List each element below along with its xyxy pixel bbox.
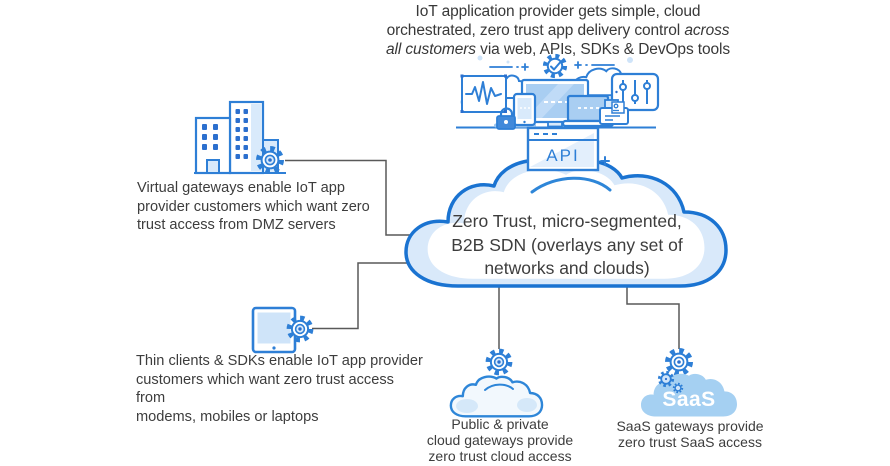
main-cloud-label: Zero Trust, micro-segmented, B2B SDN (ov…	[400, 210, 734, 281]
header-line-2-text: orchestrated, zero trust app delivery co…	[386, 22, 685, 39]
saas-cloud-icon: SaaS	[641, 348, 737, 417]
caption-virtual-line-2: provider customers which want zero	[137, 198, 370, 215]
connector-thin-clients	[312, 262, 414, 330]
caption-thin-line-1: Thin clients & SDKs enable IoT app provi…	[136, 353, 423, 369]
thin-client-icon	[251, 306, 314, 354]
caption-virtual-gateways: Virtual gateways enable IoT app provider…	[137, 179, 387, 235]
header-line-2-italic: across	[684, 22, 730, 39]
gateway-gear-icon	[286, 315, 314, 343]
gateway-gear-icon	[485, 348, 513, 376]
header-line-3-text: via web, APIs, SDKs & DevOps tools	[475, 41, 731, 58]
lock-icon	[496, 107, 516, 130]
caption-thin-line-2: customers which want zero trust access f…	[136, 371, 394, 407]
connector-virtual-gateways	[285, 159, 412, 236]
caption-saas-line-1: SaaS gateways provide	[616, 418, 764, 434]
public-private-cloud-icon	[445, 348, 547, 423]
phone-icon	[512, 92, 537, 127]
caption-saas-line-2: zero trust SaaS access	[618, 433, 762, 450]
main-cloud-line-1: Zero Trust, micro-segmented,	[452, 211, 682, 231]
api-label: API	[546, 146, 579, 165]
waveform-panel-icon	[460, 74, 507, 113]
caption-virtual-line-3: trust access from DMZ servers	[137, 217, 336, 233]
iot-app-cluster: API	[456, 53, 660, 172]
building-left	[194, 116, 232, 175]
header-line-3: all customers via web, APIs, SDKs & DevO…	[368, 40, 748, 59]
plus-icon	[600, 156, 610, 166]
main-cloud-top-arc	[530, 176, 612, 194]
sliders-panel-icon	[610, 72, 660, 112]
main-cloud-line-2: B2B SDN (overlays any set of	[451, 234, 683, 255]
mini-gear-icon-small	[672, 382, 684, 394]
header-line-2: orchestrated, zero trust app delivery co…	[368, 21, 748, 40]
gateway-gear-icon	[256, 146, 284, 174]
main-cloud-line-3: networks and clouds)	[484, 258, 650, 278]
tablet-icon	[251, 306, 297, 354]
mini-gear-icon	[657, 370, 675, 388]
saas-cloud-label: SaaS	[662, 388, 715, 411]
main-cloud	[404, 158, 728, 288]
caption-public-line-1: Public & private	[451, 416, 549, 432]
caption-public-line-2: cloud gateways provide	[426, 431, 574, 448]
caption-thin-clients: Thin clients & SDKs enable IoT app provi…	[136, 352, 426, 426]
caption-saas: SaaS gateways provide zero trust SaaS ac…	[608, 418, 772, 451]
gateway-gear-icon	[665, 348, 693, 376]
caption-thin-line-3: modems, mobiles or laptops	[136, 408, 319, 425]
main-cloud-inner	[427, 169, 705, 279]
caption-public-private: Public & private cloud gateways provide …	[418, 416, 582, 464]
cloud-icon	[451, 377, 542, 417]
check-gear-icon	[542, 53, 568, 79]
connector-saas-cloud	[626, 284, 680, 349]
id-card-device-icon	[599, 99, 629, 125]
header-text: IoT application provider gets simple, cl…	[368, 2, 748, 59]
header-line-1: IoT application provider gets simple, cl…	[415, 3, 701, 20]
header-line-3-italic: all customers	[385, 41, 476, 58]
api-box: API	[526, 126, 610, 172]
caption-public-line-3: zero trust cloud access	[428, 447, 572, 464]
building-gateway-icon	[194, 100, 286, 175]
caption-virtual-line-1: Virtual gateways enable IoT app	[137, 180, 345, 196]
decor-dashes	[489, 61, 615, 71]
